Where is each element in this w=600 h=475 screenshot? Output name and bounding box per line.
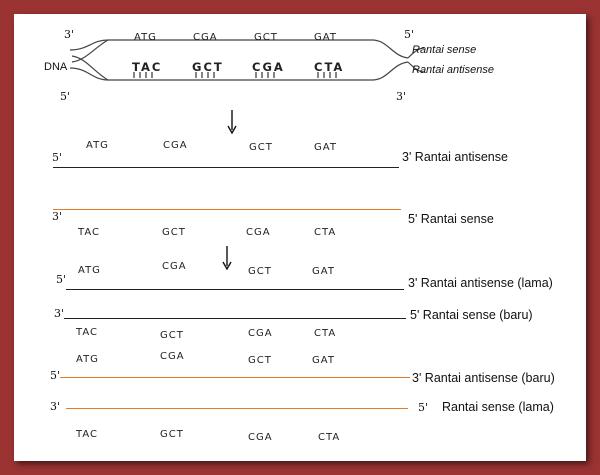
stage3-antisense-left-end: 5' <box>50 369 61 382</box>
antisense-codon: ATG <box>86 140 109 151</box>
sense-codon: CGA <box>248 328 273 339</box>
lower-codon: CTA <box>314 60 345 74</box>
antisense-codon: ATG <box>78 265 101 276</box>
label-antisense-top: Rantai antisense <box>412 64 494 76</box>
stage2-antisense-strand <box>66 289 404 290</box>
sense-codon: GCT <box>160 429 184 440</box>
bottom-left-end: 5' <box>60 90 71 103</box>
sense-codon: TAC <box>78 227 100 238</box>
stage1-sense-left-end: 3' <box>52 210 63 223</box>
stage3-antisense-label: 3' Rantai antisense (baru) <box>412 371 555 385</box>
stage3-sense-strand <box>66 408 408 409</box>
figure-panel <box>14 14 586 461</box>
stage2-antisense-label: 3' Rantai antisense (lama) <box>408 276 553 290</box>
down-arrow-icon <box>227 110 237 134</box>
stage1-antisense-strand <box>53 167 399 168</box>
stage2-sense-strand <box>64 318 406 319</box>
antisense-codon: CGA <box>163 140 188 151</box>
bottom-right-end: 3' <box>396 90 407 103</box>
antisense-codon: GCT <box>248 266 272 277</box>
stage1-sense-strand <box>53 209 401 210</box>
sense-codon: GCT <box>162 227 186 238</box>
antisense-codon: ATG <box>76 354 99 365</box>
stage2-antisense-left-end: 5' <box>56 273 67 286</box>
antisense-codon: GAT <box>312 266 335 277</box>
upper-codon: ATG <box>134 32 157 43</box>
stage1-antisense-left-end: 5' <box>52 151 63 164</box>
upper-codon: GAT <box>314 32 337 43</box>
antisense-codon: GAT <box>314 142 337 153</box>
stage3-sense-label: Rantai sense (lama) <box>442 400 554 414</box>
lower-codon: GCT <box>192 60 224 74</box>
antisense-codon: CGA <box>160 351 185 362</box>
antisense-codon: GCT <box>249 142 273 153</box>
sense-codon: CTA <box>314 227 337 238</box>
sense-codon: TAC <box>76 327 98 338</box>
antisense-codon: GAT <box>312 355 335 366</box>
stage1-antisense-label: 3' Rantai antisense <box>402 150 508 164</box>
stage3-sense-right-end: 5' <box>418 401 429 414</box>
sense-codon: CGA <box>248 432 273 443</box>
upper-codon: GCT <box>254 32 278 43</box>
antisense-codon: CGA <box>162 261 187 272</box>
down-arrow-icon <box>222 246 232 270</box>
sense-codon: CTA <box>314 328 337 339</box>
label-sense-top: Rantai sense <box>412 44 477 56</box>
stage3-antisense-strand <box>60 377 410 378</box>
sense-codon: TAC <box>76 429 98 440</box>
base-pair-ticks <box>133 72 337 78</box>
stage2-sense-left-end: 3' <box>54 307 65 320</box>
stage3-sense-left-end: 3' <box>50 400 61 413</box>
lower-codon: CGA <box>252 60 285 74</box>
upper-codon: CGA <box>193 32 218 43</box>
stage1-sense-label: 5' Rantai sense <box>408 212 494 226</box>
antisense-codon: GCT <box>248 355 272 366</box>
sense-codon: CGA <box>246 227 271 238</box>
top-left-end: 3' <box>64 28 75 41</box>
stage2-sense-label: 5' Rantai sense (baru) <box>410 308 533 322</box>
dna-helix-diagram <box>69 39 425 81</box>
sense-codon: CTA <box>318 432 341 443</box>
top-right-end: 5' <box>404 28 415 41</box>
dna-label: DNA <box>44 61 68 73</box>
sense-codon: GCT <box>160 330 184 341</box>
lower-codon: TAC <box>132 60 163 74</box>
